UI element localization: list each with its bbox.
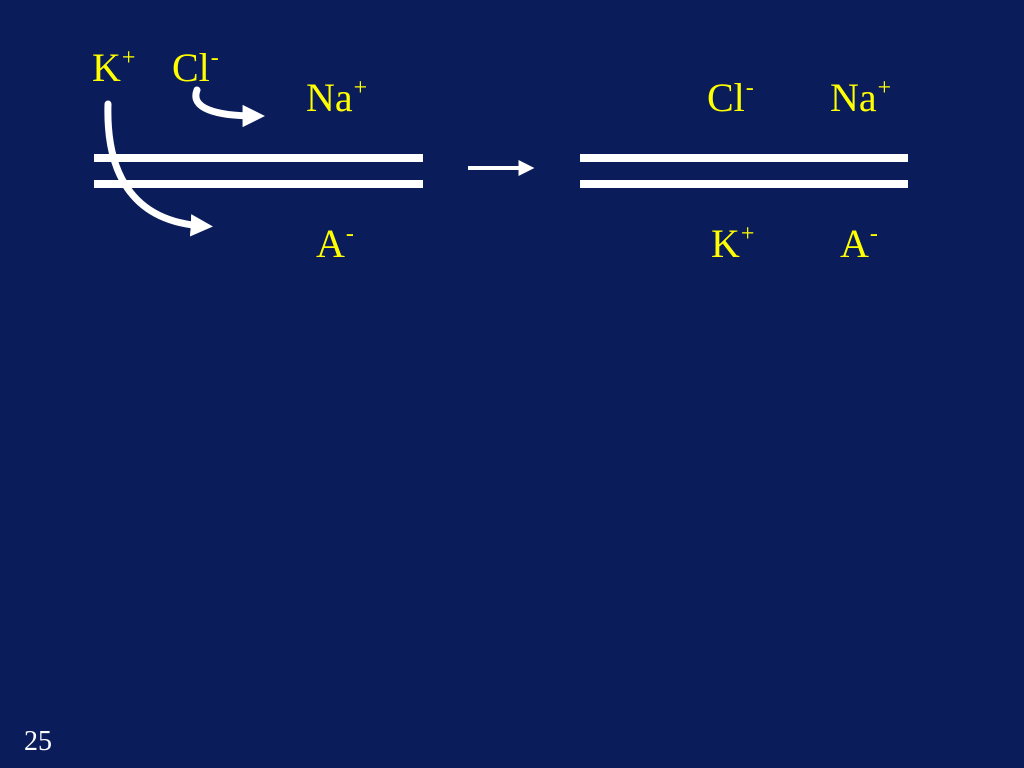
ion-k-plus-inside-after: K+ (711, 221, 755, 266)
ion-cl-symbol: Cl (172, 45, 210, 90)
ion-k-charge: + (121, 45, 136, 71)
ion-cl-minus-outside: Cl- (172, 45, 219, 90)
ion-k-symbol: K (92, 45, 121, 90)
ion-cl-charge: - (210, 45, 219, 71)
ion-na-after-symbol: Na (830, 75, 877, 120)
membrane-after (580, 154, 908, 188)
ion-a-minus-inside-after: A- (840, 221, 878, 266)
membrane-before (94, 154, 423, 188)
ion-a-charge: - (345, 221, 354, 247)
k-curved-arrow (104, 100, 213, 237)
ion-cl-minus-outside-after: Cl- (707, 75, 754, 120)
ion-k-plus-outside: K+ (92, 45, 136, 90)
ion-k-after-symbol: K (711, 221, 740, 266)
cl-curved-arrow (192, 86, 265, 128)
slide-number: 25 (24, 726, 52, 757)
ion-k-after-charge: + (740, 221, 755, 247)
ion-a-symbol: A (316, 221, 345, 266)
ion-na-after-charge: + (877, 75, 892, 101)
ion-a-after-symbol: A (840, 221, 869, 266)
ion-na-symbol: Na (306, 75, 353, 120)
ion-a-minus-inside: A- (316, 221, 354, 266)
ion-cl-after-symbol: Cl (707, 75, 745, 120)
ion-cl-after-charge: - (745, 75, 754, 101)
ion-na-plus-outside: Na+ (306, 75, 368, 120)
ion-a-after-charge: - (869, 221, 878, 247)
ion-na-plus-outside-after: Na+ (830, 75, 892, 120)
ion-na-charge: + (353, 75, 368, 101)
